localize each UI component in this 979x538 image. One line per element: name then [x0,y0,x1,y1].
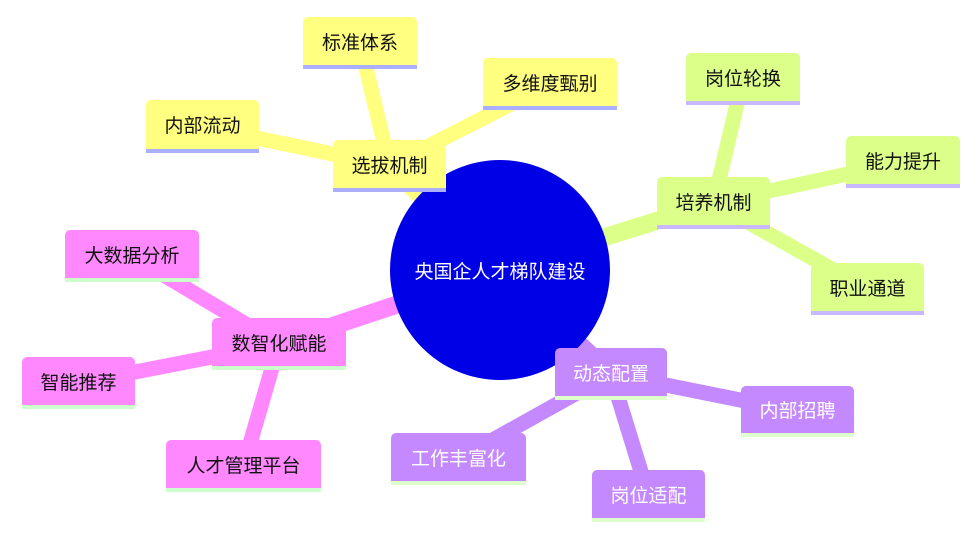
leaf-node[interactable]: 职业通道 [811,263,924,315]
leaf-node[interactable]: 岗位适配 [592,470,705,522]
leaf-node[interactable]: 人才管理平台 [166,440,321,492]
leaf-node-label: 智能推荐 [40,371,117,394]
leaf-node-label: 岗位轮换 [704,67,781,90]
leaf-node-label: 能力提升 [864,150,941,173]
branch-node-label: 数智化赋能 [231,332,327,355]
leaf-node-label: 大数据分析 [84,244,180,267]
leaf-node[interactable]: 多维度甄别 [483,58,617,110]
leaf-node-label: 内部招聘 [759,400,836,422]
leaf-node[interactable]: 标准体系 [303,17,417,69]
central-topic[interactable]: 央国企人才梯队建设 [390,160,610,380]
leaf-node[interactable]: 岗位轮换 [686,53,800,105]
leaf-node-label: 标准体系 [321,31,398,54]
leaf-node[interactable]: 内部招聘 [741,386,854,437]
leaf-node-label: 职业通道 [829,277,906,300]
leaf-node-label: 多维度甄别 [502,72,598,95]
leaf-node[interactable]: 能力提升 [846,136,960,188]
leaf-node[interactable]: 智能推荐 [22,357,135,409]
branch-node-label: 选拔机制 [351,154,428,177]
branch-node[interactable]: 动态配置 [555,348,667,400]
branch-node-label: 动态配置 [572,362,649,385]
branch-node[interactable]: 选拔机制 [333,140,446,192]
branch-node-label: 培养机制 [675,191,752,214]
leaf-node[interactable]: 内部流动 [146,100,259,153]
leaf-node-label: 内部流动 [164,115,241,137]
branch-node[interactable]: 数智化赋能 [212,318,346,370]
leaf-node[interactable]: 大数据分析 [65,230,199,282]
leaf-node-label: 人才管理平台 [186,454,301,477]
branch-node[interactable]: 培养机制 [657,177,770,229]
leaf-node-label: 工作丰富化 [410,447,506,470]
leaf-node[interactable]: 工作丰富化 [391,433,526,485]
central-topic-label: 央国企人才梯队建设 [414,260,586,283]
leaf-node-label: 岗位适配 [610,484,687,507]
